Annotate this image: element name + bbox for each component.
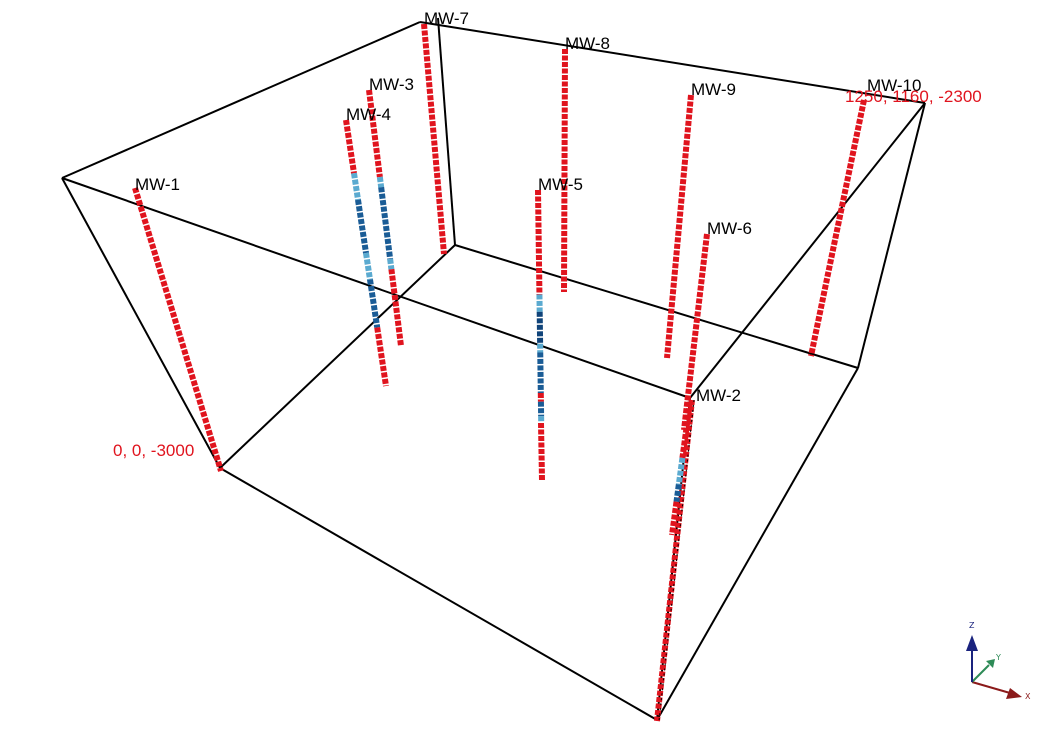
well-segment xyxy=(388,268,404,347)
well-segment xyxy=(654,399,695,722)
well-segment xyxy=(132,187,224,472)
well-segment xyxy=(374,327,389,387)
y-axis-arrow-icon xyxy=(986,659,995,668)
well-segment xyxy=(669,501,680,536)
well-label-mw-1[interactable]: MW-1 xyxy=(135,175,180,194)
well-label-mw-9[interactable]: MW-9 xyxy=(691,80,736,99)
y-axis-line xyxy=(971,664,990,683)
well-segment xyxy=(351,172,361,201)
coord-label-min: 0, 0, -3000 xyxy=(113,441,194,460)
well-trace-mw-9[interactable] xyxy=(664,94,694,359)
box-edge xyxy=(656,367,859,721)
well-segment xyxy=(378,186,394,260)
z-axis-label: Z xyxy=(969,621,975,630)
box-edge xyxy=(419,21,926,104)
box-edge xyxy=(454,244,859,369)
well-segment xyxy=(535,189,543,295)
well-trace-mw-5[interactable] xyxy=(535,189,545,423)
axis-triad[interactable]: X Y Z xyxy=(966,621,1031,701)
well-center-line xyxy=(658,399,695,722)
well-segment xyxy=(673,484,682,503)
y-axis-label: Y xyxy=(995,653,1001,662)
well-trace-mw-7[interactable] xyxy=(421,23,447,255)
well-label-mw-8[interactable]: MW-8 xyxy=(565,34,610,53)
box-edge xyxy=(61,177,691,399)
well-segment xyxy=(363,252,373,281)
box-edge xyxy=(857,102,926,369)
well-segment xyxy=(675,457,686,485)
well-segment xyxy=(537,352,544,394)
well-trace-mw-8[interactable] xyxy=(561,48,568,293)
well-trace-mw-3[interactable] xyxy=(366,89,404,347)
well-trace-mw-2[interactable] xyxy=(654,399,695,722)
z-axis-arrow-icon xyxy=(966,635,978,651)
well-label-mw-3[interactable]: MW-3 xyxy=(369,75,414,94)
wells-layer xyxy=(132,23,867,722)
coord-label-max: 1250, 1160, -2300 xyxy=(845,87,982,106)
well-trace-mw-1[interactable] xyxy=(132,187,224,472)
well-trace-mw-6[interactable] xyxy=(681,233,710,431)
well-segment xyxy=(387,258,395,270)
box-edge xyxy=(219,244,456,469)
well-segment xyxy=(366,89,383,178)
well-segment xyxy=(664,94,694,359)
box-edge xyxy=(689,102,926,399)
well-label-mw-6[interactable]: MW-6 xyxy=(707,219,752,238)
x-axis-line xyxy=(971,681,1011,694)
well-trace-mw-10[interactable] xyxy=(808,99,867,357)
box-edge xyxy=(437,17,456,246)
well-trace-mw-4[interactable] xyxy=(343,119,389,387)
x-axis-arrow-icon xyxy=(1006,688,1022,699)
well-segment xyxy=(355,199,369,254)
well-segment xyxy=(343,119,357,174)
well-segment xyxy=(421,23,447,255)
well-label-mw-2[interactable]: MW-2 xyxy=(696,386,741,405)
well-segment xyxy=(367,279,381,328)
well-segment xyxy=(561,48,568,293)
well-label-mw-4[interactable]: MW-4 xyxy=(346,105,391,124)
x-axis-label: X xyxy=(1025,692,1031,701)
well-segment xyxy=(808,99,867,357)
well-trace-mw-5b[interactable] xyxy=(538,422,545,481)
well-label-mw-7[interactable]: MW-7 xyxy=(424,9,469,28)
well-segment xyxy=(681,233,710,431)
well-segment xyxy=(376,176,385,188)
well-label-mw-10[interactable]: MW-10 xyxy=(867,76,921,95)
well-segment xyxy=(538,422,545,481)
box-edge xyxy=(219,467,658,721)
box-edge xyxy=(61,21,421,179)
box-edge xyxy=(61,177,221,469)
well-label-mw-5[interactable]: MW-5 xyxy=(538,175,583,194)
well-labels: MW-1 MW-2 MW-3 MW-4 MW-5 MW-6 MW-7 MW-8 … xyxy=(135,9,921,405)
